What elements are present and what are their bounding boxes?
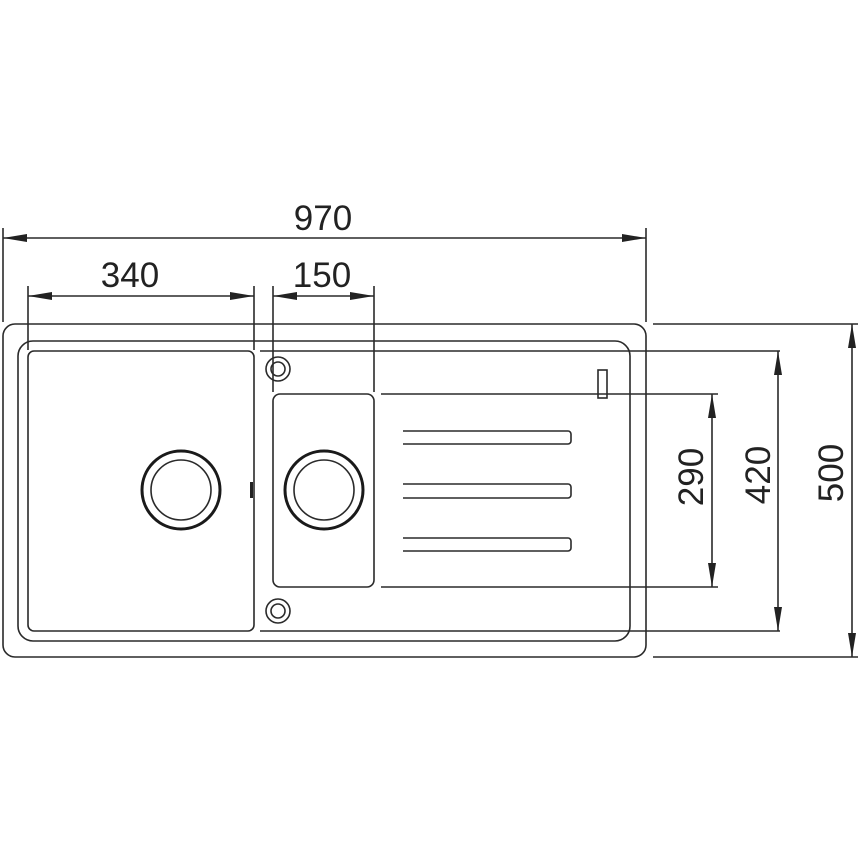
label-inner-depth: 420 — [739, 446, 778, 504]
tap-hole-marker — [597, 369, 608, 399]
small-bowl — [272, 393, 375, 588]
drain-main — [140, 449, 222, 531]
drainer-grooves — [403, 430, 572, 552]
overflow-slot — [250, 482, 253, 498]
sink-outline — [2, 323, 780, 658]
label-small-bowl-depth: 290 — [672, 448, 711, 506]
label-small-bowl-width: 150 — [293, 256, 351, 295]
label-overall-depth: 500 — [812, 444, 851, 502]
outer-edge — [2, 323, 647, 658]
main-bowl — [27, 350, 255, 632]
label-main-bowl-width: 340 — [101, 256, 159, 295]
dimension-lines — [3, 234, 856, 657]
drain-small — [283, 449, 365, 531]
accessory-holes — [265, 356, 608, 624]
label-overall-width: 970 — [294, 199, 352, 238]
inner-rim — [17, 340, 631, 642]
